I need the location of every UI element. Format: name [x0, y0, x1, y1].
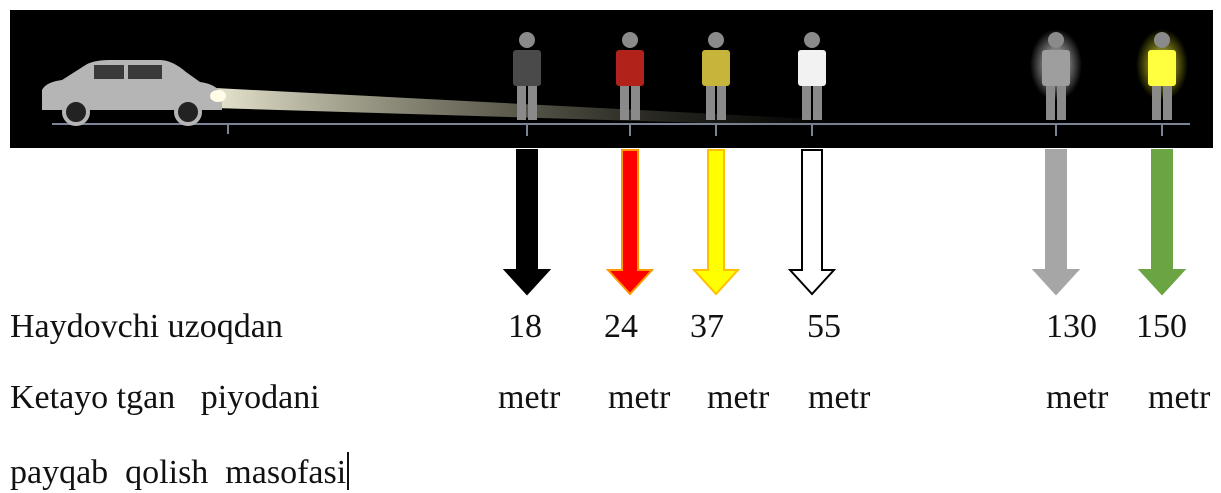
distance-value-24: 24	[604, 308, 638, 345]
distance-unit-150: metr	[1148, 379, 1211, 416]
distance-unit-130: metr	[1046, 379, 1109, 416]
distance-value-150: 150	[1136, 308, 1187, 345]
pedestrian-figure-55	[798, 32, 826, 136]
arrow-37	[692, 149, 740, 296]
arrow-24	[606, 149, 654, 296]
distance-unit-24: metr	[608, 379, 671, 416]
label-line-2: Ketayo tgan piyodani	[10, 379, 320, 416]
distance-value-55: 55	[807, 308, 841, 345]
distance-value-18: 18	[508, 308, 542, 345]
car-icon	[42, 60, 226, 126]
pedestrian-figure-150	[1136, 29, 1188, 136]
scene-illustration	[42, 29, 1190, 136]
pedestrian-figure-24	[616, 32, 644, 136]
label-line-1: Haydovchi uzoqdan	[10, 308, 283, 345]
text-cursor	[347, 452, 350, 490]
pedestrian-figure-18	[513, 32, 541, 136]
arrow-18	[503, 149, 551, 296]
arrow-55	[788, 149, 836, 296]
distance-unit-37: metr	[707, 379, 770, 416]
label-line-3: payqab qolish masofasi	[10, 452, 350, 490]
pedestrian-figure-130	[1030, 29, 1082, 136]
distance-value-37: 37	[690, 308, 724, 345]
arrow-150	[1138, 149, 1186, 296]
pedestrian-figure-37	[702, 32, 730, 136]
distance-unit-18: metr	[498, 379, 561, 416]
distance-unit-55: metr	[808, 379, 871, 416]
night-road-scene	[10, 10, 1213, 148]
headlight-beam	[215, 88, 870, 128]
distance-value-130: 130	[1046, 308, 1097, 345]
arrow-130	[1032, 149, 1080, 296]
